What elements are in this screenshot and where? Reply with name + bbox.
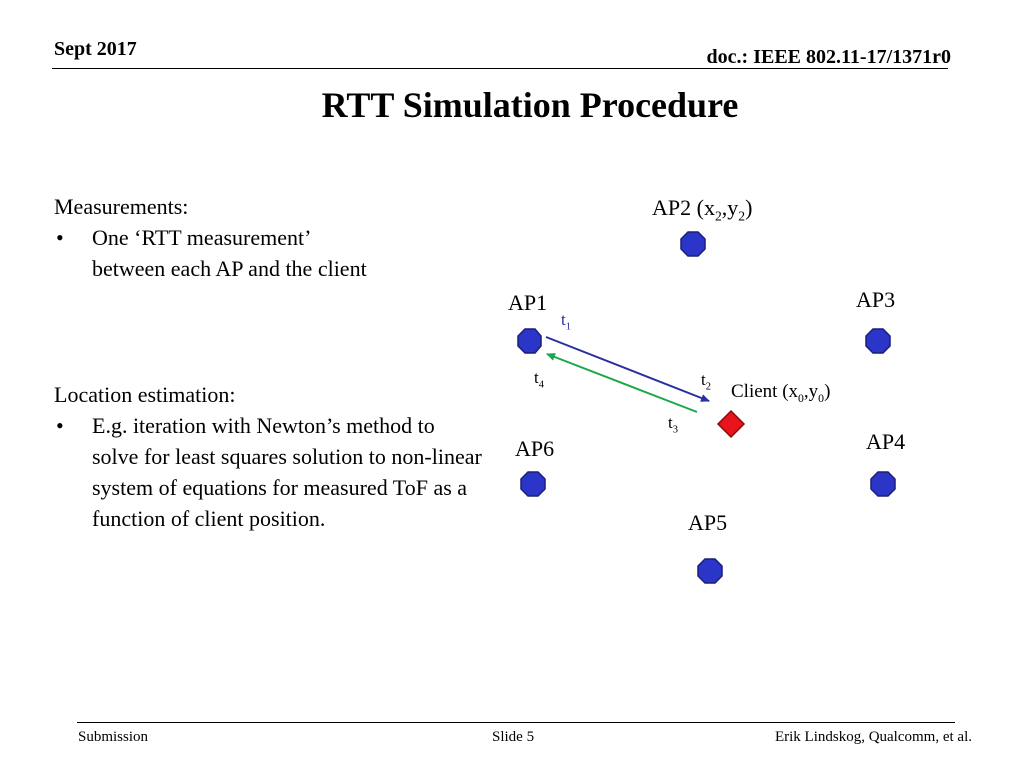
measurements-block: Measurements: One ‘RTT measurement’ betw… <box>54 191 384 284</box>
header-doc-id: doc.: IEEE 802.11-17/1371r0 <box>706 46 951 68</box>
ap3-label: AP3 <box>856 287 896 312</box>
client-label: Client (x0,y0) <box>731 381 831 405</box>
ap6-label: AP6 <box>515 436 555 461</box>
ap3-node <box>865 328 891 354</box>
ap6-node <box>520 471 546 497</box>
header-date: Sept 2017 <box>54 38 137 60</box>
ap2-coord-y-sub: 2 <box>738 208 746 224</box>
ap2-label: AP2 (x2,y2) <box>652 195 752 224</box>
request-arrow <box>545 336 710 402</box>
slide-title: RTT Simulation Procedure <box>321 85 739 125</box>
footer-rule <box>77 722 955 723</box>
location-block: Location estimation: E.g. iteration with… <box>54 379 484 534</box>
t3-label: t3 <box>668 413 678 436</box>
ap2-coord-suffix: ) <box>745 195 753 220</box>
ap2-node <box>680 231 706 257</box>
ap4-label: AP4 <box>866 429 906 454</box>
ap2-name: AP2 <box>652 195 692 220</box>
measurements-heading: Measurements: <box>54 194 189 219</box>
location-list: E.g. iteration with Newton’s method to s… <box>54 410 484 534</box>
ap2-coord-x-sub: 2 <box>714 208 722 224</box>
ap1-label: AP1 <box>508 290 548 315</box>
ap5-node <box>697 558 723 584</box>
measurements-bullet: One ‘RTT measurement’ between each AP an… <box>54 222 384 284</box>
measurements-list: One ‘RTT measurement’ between each AP an… <box>54 222 384 284</box>
response-arrow <box>546 353 698 413</box>
client-node <box>716 409 746 439</box>
ap2-coord-mid: ,y <box>721 195 739 220</box>
t4-label: t4 <box>534 368 544 391</box>
location-heading: Location estimation: <box>54 382 236 407</box>
header-rule <box>52 68 948 69</box>
footer-author: Erik Lindskog, Qualcomm, et al. <box>774 729 972 745</box>
t1-label: t1 <box>561 310 571 333</box>
location-bullet: E.g. iteration with Newton’s method to s… <box>54 410 484 534</box>
ap5-label: AP5 <box>688 510 728 535</box>
footer-slide-number: Slide 5 <box>492 729 535 745</box>
ap4-node <box>870 471 896 497</box>
t2-label: t2 <box>701 370 711 393</box>
ap2-coord-prefix: (x <box>691 195 715 220</box>
footer-submission: Submission <box>78 729 149 745</box>
ap1-node <box>517 328 542 354</box>
